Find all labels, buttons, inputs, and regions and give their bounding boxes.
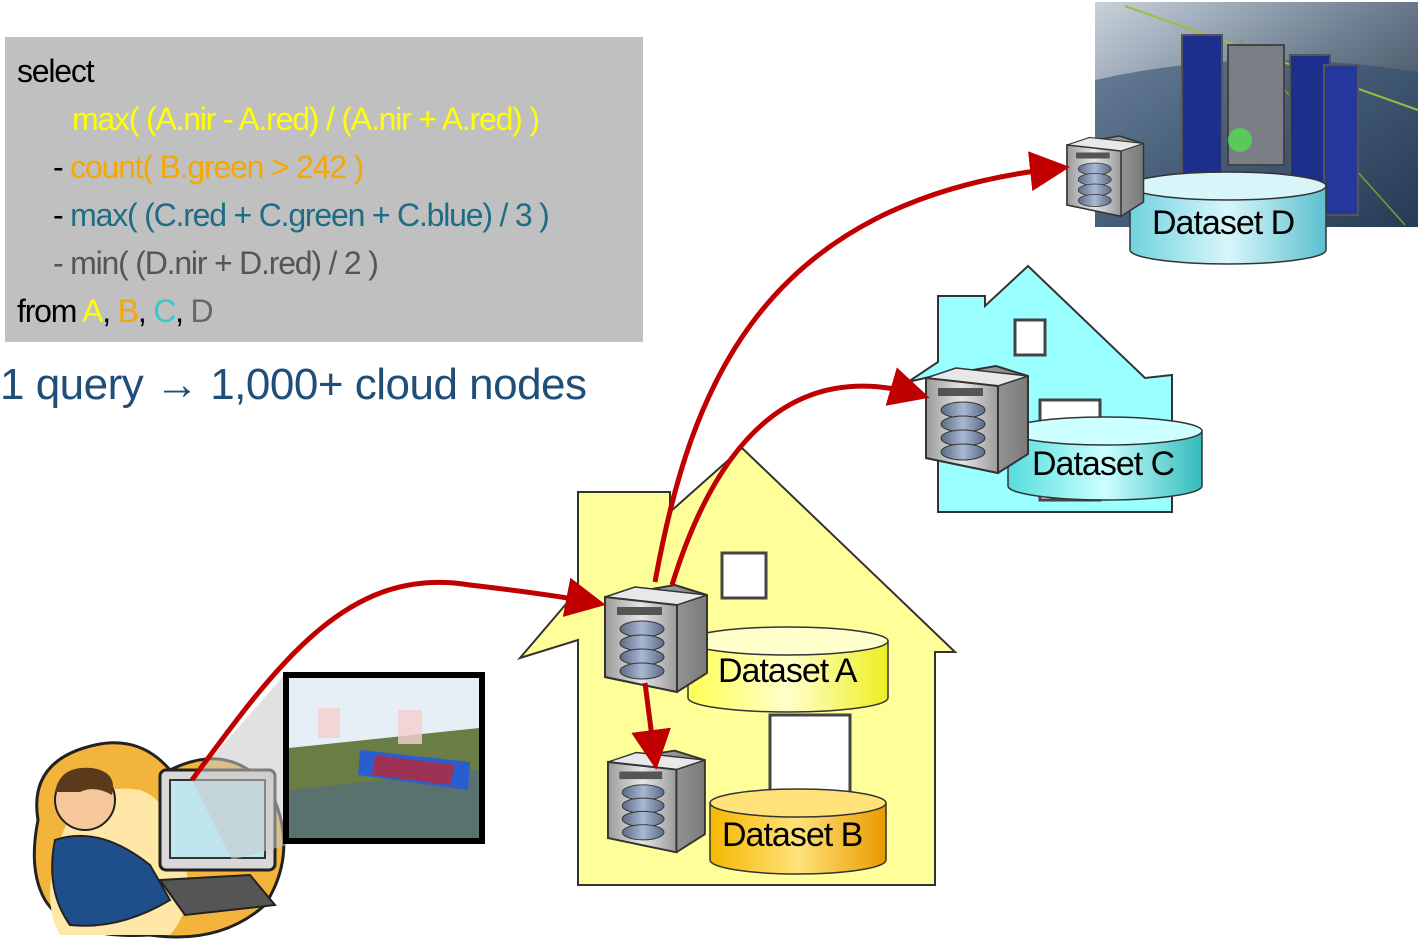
server-icon [1066, 135, 1145, 218]
select-keyword: select [17, 53, 95, 89]
dash: - [53, 197, 71, 233]
query-line-dataset-d: - min( (D.nir + D.red) / 2 ) [53, 245, 379, 281]
separator: , [102, 293, 118, 329]
server-icon [925, 364, 1029, 475]
separator: , [175, 293, 191, 329]
arrow-to-dataset-b [631, 682, 671, 770]
query-line-dataset-a: max( (A.nir - A.red) / (A.nir + A.red) ) [72, 101, 540, 137]
from-c: C [153, 293, 176, 329]
arrow-to-dataset-d [652, 151, 1070, 583]
query-line-c: - max( (C.red + C.green + C.blue) / 3 ) [53, 195, 550, 235]
query-code-box: select max( (A.nir - A.red) / (A.nir + A… [5, 37, 643, 342]
dataset-d-cylinder [1129, 171, 1327, 265]
dataset-b-cylinder [709, 788, 887, 875]
from-d: D [190, 293, 214, 329]
arrow-to-dataset-c [669, 367, 930, 586]
dataset-b-label: Dataset B [722, 816, 862, 854]
dataset-d-label: Dataset D [1152, 204, 1294, 242]
server-icon [607, 749, 706, 854]
house-c-window [1013, 318, 1047, 357]
visualization-screen [192, 672, 485, 860]
arrow-to-dataset-a [189, 577, 606, 782]
dataset-a-cylinder [687, 626, 889, 713]
from-keyword: from [17, 293, 83, 329]
from-a: A [82, 293, 103, 329]
house-a-window [720, 551, 768, 600]
query-arrows [189, 151, 1070, 782]
dataset-a-label: Dataset A [718, 652, 858, 690]
query-line-dataset-c: max( (C.red + C.green + C.blue) / 3 ) [70, 197, 550, 233]
caption: 1 query → 1,000+ cloud nodes [0, 360, 587, 409]
dataset-c-label: Dataset C [1032, 445, 1175, 483]
separator: , [137, 293, 154, 329]
from-b: B [117, 293, 139, 329]
from-clause: from A, B, C, D [17, 291, 214, 331]
server-icon [604, 583, 708, 694]
query-line-dataset-b: count( B.green > 242 ) [70, 149, 364, 185]
query-line-b: - count( B.green > 242 ) [53, 147, 364, 187]
dash: - [53, 149, 71, 185]
